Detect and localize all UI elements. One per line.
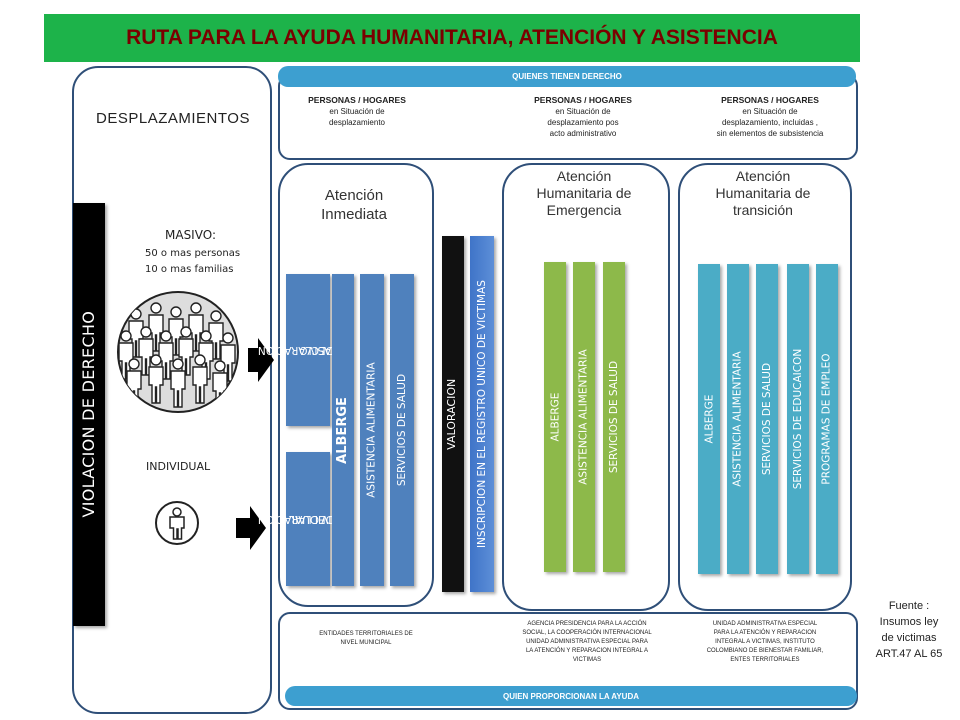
- bar-label: ASISTENCIA ALIMENTARIA: [731, 351, 744, 487]
- person-icon: [154, 500, 200, 546]
- group-title: PERSONAS / HOGARES: [721, 95, 819, 105]
- title-line: Humanitaria de: [715, 185, 811, 201]
- emergency-item-albergue: ALBERGE: [544, 262, 566, 572]
- provider-line: SOCIAL, LA COOPERACIÓN INTERNACIONAL: [522, 630, 652, 636]
- bar-label: ASISTENCIA ALIMENTARIA: [365, 362, 378, 498]
- provider-line: INTEGRAL A VICTIMAS, INSTITUTO: [715, 639, 815, 645]
- group-line: desplazamiento pos: [547, 118, 619, 127]
- providers-bar: QUIEN PROPORCIONAN LA AYUDA: [285, 686, 857, 706]
- source-line: Fuente :: [888, 600, 930, 612]
- emergency-title: Atención Humanitaria de Emergencia: [504, 168, 664, 219]
- source-note: Fuente : Insumos ley de victimas ART.47 …: [862, 598, 956, 662]
- violation-label: VIOLACION DE DERECHO: [78, 311, 98, 518]
- provider-line: AGENCIA PRESIDENCIA PARA LA ACCIÓN: [527, 621, 647, 627]
- provider-line: LA ATENCIÓN Y REPARACION INTEGRAL A: [525, 648, 649, 654]
- masivo-label: MASIVO:: [165, 228, 216, 242]
- group-line: desplazamiento: [328, 118, 386, 127]
- transition-item-albergue: ALBERGE: [698, 264, 720, 574]
- eligibility-bar: QUIENES TIENEN DERECHO: [278, 66, 856, 87]
- arrow-right-icon: [236, 506, 266, 554]
- group-line: sin elementos de subsistencia: [716, 129, 824, 138]
- eligibility-group-3: PERSONAS / HOGARES en Situación de despl…: [690, 95, 850, 139]
- crowd-icon: [116, 290, 240, 414]
- provider-line: PARA LA ATENCIÓN Y REPARACION: [713, 630, 817, 636]
- inscripcion-bar: INSCRIPCION EN EL REGISTRO UNICO DE VICT…: [470, 236, 494, 592]
- emergency-item-health: SERVICIOS DE SALUD: [603, 262, 625, 572]
- provider-line: COLOMBIANO DE BIENESTAR FAMILIAR,: [706, 648, 824, 654]
- source-line: Insumos ley: [879, 616, 939, 628]
- bar-label: ALBERGE: [702, 394, 715, 444]
- title-line: transición: [733, 202, 793, 218]
- page-title: RUTA PARA LA AYUDA HUMANITARIA, ATENCIÓN…: [44, 14, 860, 62]
- provider-line: VICTIMAS: [572, 657, 602, 663]
- provider-line: ENTIDADES TERRITORIALES DE: [319, 631, 413, 637]
- bar-label: SERVICIOS DE SALUD: [760, 362, 773, 476]
- group-line: en Situación de: [555, 107, 611, 116]
- title-line: Atención: [556, 168, 612, 184]
- masivo-line1: 50 o mas personas: [145, 248, 241, 259]
- bar-label: SERVICIOS DE SALUD: [607, 360, 620, 474]
- transition-item-food: ASISTENCIA ALIMENTARIA: [727, 264, 749, 574]
- eligibility-group-1: PERSONAS / HOGARES en Situación de despl…: [282, 95, 432, 128]
- provider-3: UNIDAD ADMINISTRATIVA ESPECIAL PARA LA A…: [686, 620, 844, 665]
- transition-title: Atención Humanitaria de transición: [680, 168, 846, 219]
- bar-label: SERVICIOS DE EDUCAICON: [791, 348, 804, 490]
- provider-line: UNIDAD ADMINISTRATIVA ESPECIAL: [712, 621, 818, 627]
- bar-label: ALBERGE: [548, 392, 561, 442]
- title-line: Humanitaria de: [536, 185, 632, 201]
- arrow-right-icon: [248, 338, 274, 386]
- group-line: en Situación de: [742, 107, 798, 116]
- title-line: Atención: [324, 187, 384, 204]
- individual-label: INDIVIDUAL: [146, 460, 211, 473]
- provider-2: AGENCIA PRESIDENCIA PARA LA ACCIÓN SOCIA…: [506, 620, 668, 665]
- provider-line: ENTES TERRITORIALES: [730, 657, 800, 663]
- title-line: Atención: [735, 168, 791, 184]
- health-services-bar: SERVICIOS DE SALUD: [390, 274, 414, 586]
- bar-label: ASISTENCIA ALIMENTARIA: [577, 349, 590, 485]
- title-line: Emergencia: [546, 202, 622, 218]
- bar-label: VALORACION: [445, 378, 459, 450]
- valoracion-bar: VALORACION: [442, 236, 464, 592]
- source-line: de victimas: [881, 632, 937, 644]
- bar-label: ALBERGE: [334, 396, 350, 464]
- masivo-line2: 10 o mas familias: [145, 264, 234, 275]
- transition-item-health: SERVICIOS DE SALUD: [756, 264, 778, 574]
- albergue-bar: ALBERGE: [332, 274, 354, 586]
- transition-item-employment: PROGRAMAS DE EMPLEO: [816, 264, 838, 574]
- group-title: PERSONAS / HOGARES: [534, 95, 632, 105]
- group-line: acto administrativo: [549, 129, 617, 138]
- group-title: PERSONAS / HOGARES: [308, 95, 406, 105]
- provider-line: NIVEL MUNICIPAL: [340, 640, 392, 646]
- eligibility-group-2: PERSONAS / HOGARES en Situación de despl…: [508, 95, 658, 139]
- food-assistance-bar: ASISTENCIA ALIMENTARIA: [360, 274, 384, 586]
- title-line: Inmediata: [321, 206, 387, 223]
- immediate-title: Atención Inmediata: [280, 186, 428, 224]
- bar-label: INSCRIPCION EN EL REGISTRO UNICO DE VICT…: [475, 279, 488, 549]
- violation-bar: VIOLACION DE DERECHO: [73, 203, 105, 626]
- emergency-item-food: ASISTENCIA ALIMENTARIA: [573, 262, 595, 572]
- transition-item-education: SERVICIOS DE EDUCAICON: [787, 264, 809, 574]
- bar-label: SERVICIOS DE SALUD: [395, 373, 408, 487]
- group-line: en Situación de: [329, 107, 385, 116]
- bar-label: PROGRAMAS DE EMPLEO: [820, 353, 833, 485]
- provider-line: UNIDAD ADMINISTRATIVA ESPECIAL PARA: [526, 639, 648, 645]
- provider-1: ENTIDADES TERRITORIALES DE NIVEL MUNICIP…: [296, 630, 436, 648]
- group-line: desplazamiento, incluidas ,: [721, 118, 819, 127]
- displacement-heading: DESPLAZAMIENTOS: [96, 110, 250, 127]
- source-line: ART.47 AL 65: [875, 648, 943, 660]
